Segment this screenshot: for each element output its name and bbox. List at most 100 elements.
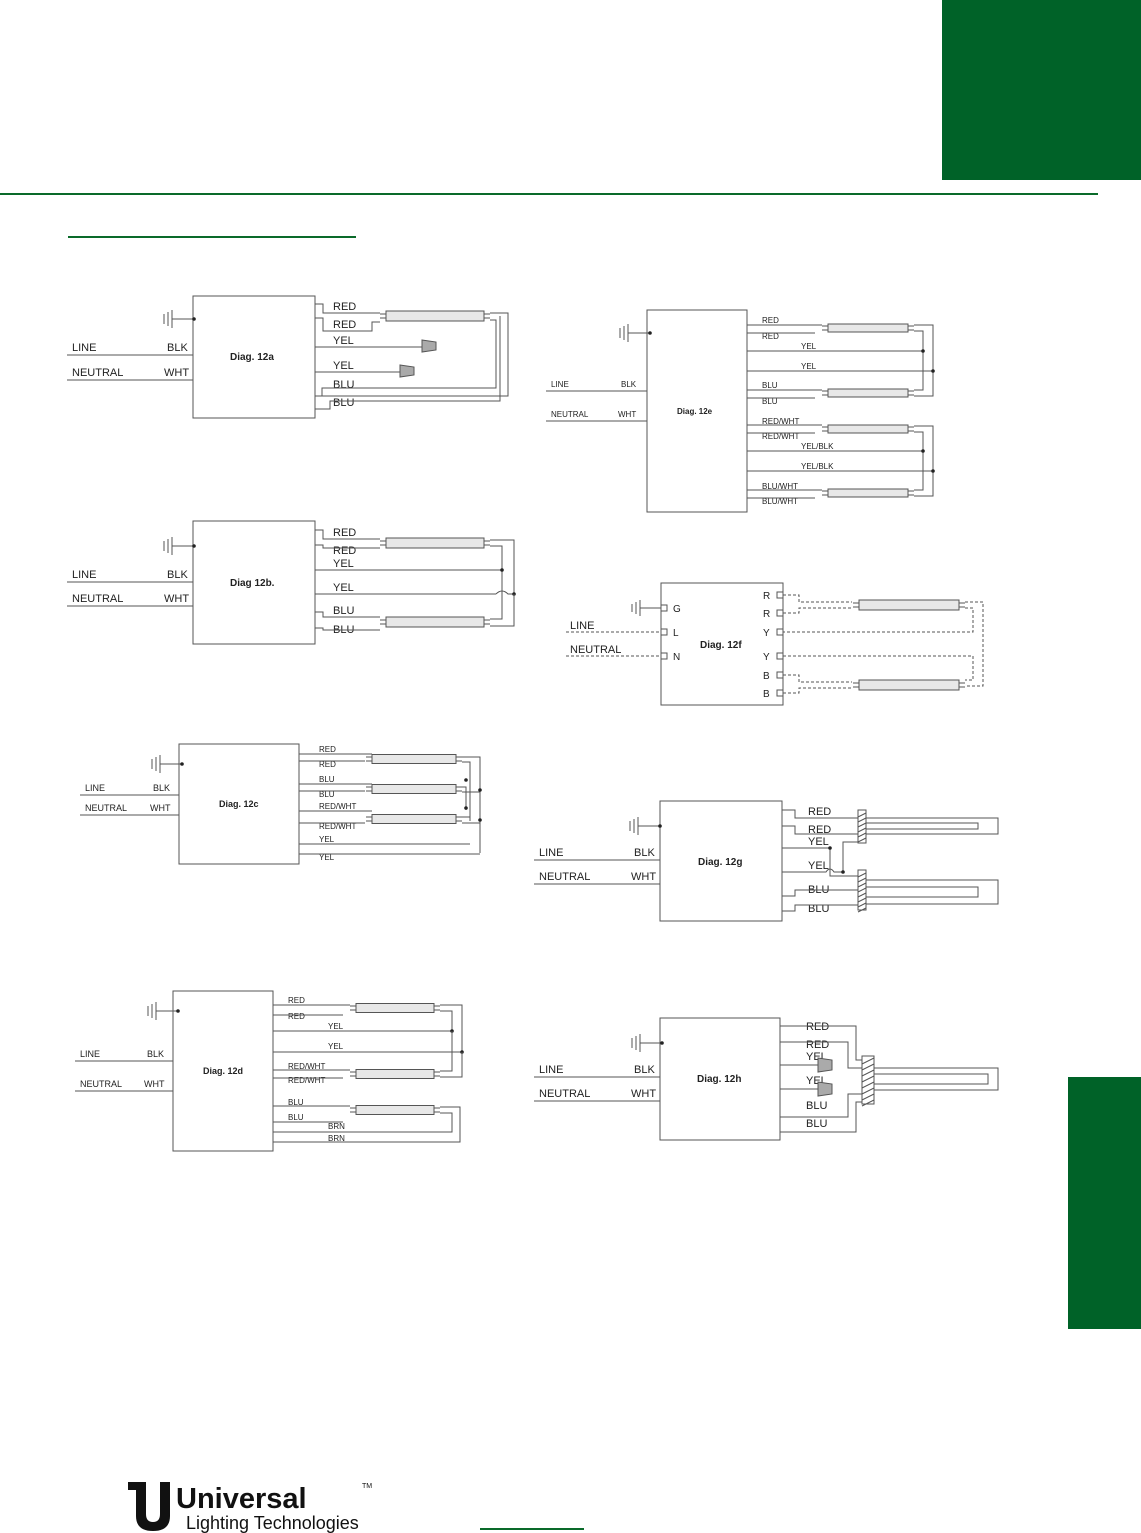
output-label-red: RED (333, 545, 356, 557)
diagram-title-12e: Diag. 12e (677, 407, 713, 416)
blu-wire-1 (315, 611, 380, 618)
lampholder-hatch (857, 822, 867, 828)
wire (914, 431, 924, 491)
red-wire-1 (315, 303, 380, 314)
neutral-label: NEUTRAL (72, 367, 123, 379)
blk-label: BLK (153, 783, 170, 793)
red-wire-2 (315, 544, 380, 549)
junction-dot (660, 1041, 664, 1045)
neutral-label: NEUTRAL (539, 1088, 590, 1100)
r-wire-1 (783, 594, 852, 603)
lamp-tube-12f-1 (858, 599, 960, 611)
u-lamp (874, 1067, 999, 1091)
output-label-yel: YEL (808, 836, 829, 848)
lampholder-hatch (857, 902, 867, 908)
output-label: BLU (319, 790, 335, 799)
lampholder-hatch (857, 817, 867, 823)
ballast-box-12h (659, 1017, 781, 1141)
output-label-b: B (763, 671, 770, 682)
blu-return-2 (321, 319, 497, 396)
diagram-12d: Diag. 12dLINENEUTRALBLKWHTREDREDYELYELRE… (75, 990, 464, 1152)
lampholder-hatch (861, 1087, 875, 1095)
junction-dot (658, 824, 662, 828)
output-label-red: RED (333, 527, 356, 539)
wire (965, 601, 984, 687)
line-label: LINE (570, 620, 594, 632)
terminal-label-g: G (673, 604, 681, 615)
lamp-socket-icon (399, 364, 415, 378)
junction-dot (176, 1009, 180, 1013)
lampholder-hatch (861, 1093, 875, 1101)
lamp-tube-12d-3 (355, 1105, 435, 1115)
wire (490, 594, 503, 620)
output-label: BLU/WHT (762, 497, 798, 506)
junction-dot (192, 317, 196, 321)
junction-dot (648, 331, 652, 335)
diagram-title-12h: Diag. 12h (697, 1074, 741, 1085)
wire (490, 594, 515, 627)
b-wire-2 (783, 687, 852, 694)
neutral-label: NEUTRAL (85, 803, 127, 813)
output-label: BLU (288, 1098, 304, 1107)
diagram-12b: Diag 12b.LINENEUTRALBLKWHTREDREDYELYELBL… (67, 520, 516, 645)
ballast-box-12g (659, 800, 783, 922)
diagram-title-12b: Diag 12b. (230, 578, 275, 589)
neutral-label: NEUTRAL (539, 871, 590, 883)
output-label-blu: BLU (808, 903, 829, 915)
red-wire-1 (780, 1025, 862, 1061)
diagram-12h: Diag. 12hLINENEUTRALBLKWHTREDREDYELYELBL… (534, 1017, 999, 1141)
output-label-y: Y (763, 628, 770, 639)
r-wire-2 (783, 607, 852, 614)
junction-dot (464, 778, 468, 782)
logo-brand-name: Universal (176, 1483, 307, 1515)
neutral-label: NEUTRAL (551, 410, 589, 419)
output-label: BLU (762, 381, 778, 390)
output-label: YEL (328, 1042, 344, 1051)
output-label-blu: BLU (333, 605, 354, 617)
lampholder-hatch (857, 832, 867, 838)
output-label: BLU (288, 1113, 304, 1122)
line-label: LINE (85, 783, 105, 793)
wht-label: WHT (150, 803, 171, 813)
ballast-box-12f (660, 582, 784, 706)
junction-dot (921, 449, 925, 453)
junction-dot (931, 369, 935, 373)
blu-wire-2 (780, 1101, 862, 1133)
output-label-r: R (763, 609, 770, 620)
blu-wire-2 (315, 627, 380, 631)
red-wire-1 (782, 809, 858, 819)
lampholder-hatch (861, 1069, 875, 1077)
wire (462, 786, 467, 810)
output-label: RED (319, 760, 336, 769)
wire (914, 330, 924, 391)
output-label-yel: YEL (333, 558, 354, 570)
output-label: YEL (319, 853, 335, 862)
output-label-yel: YEL (333, 582, 354, 594)
output-label-yel: YEL (808, 860, 829, 872)
lampholder-hatch (857, 877, 867, 883)
junction-dot (841, 870, 845, 874)
logo-tagline: Lighting Technologies (186, 1513, 359, 1533)
side-green-tab (1068, 1077, 1141, 1329)
crossover (495, 590, 514, 595)
lamp-tube-12b-2 (385, 616, 485, 628)
y-wire-2 (783, 655, 974, 681)
terminal-n (660, 652, 668, 660)
lampholder-hatch (861, 1057, 875, 1065)
junction-dot (464, 806, 468, 810)
diagram-title-12a: Diag. 12a (230, 352, 274, 363)
brn-wire-1 (273, 1106, 461, 1143)
output-label: BLU (762, 397, 778, 406)
blu-wire-2 (315, 316, 501, 410)
output-label-red: RED (806, 1021, 829, 1033)
brn-wire-2 (273, 1112, 453, 1133)
output-label-red: RED (808, 806, 831, 818)
lamp-tube-12e-2 (827, 388, 909, 398)
line-label: LINE (539, 1064, 563, 1076)
output-label-yel: YEL (333, 360, 354, 372)
lamp-tube-12c-1 (371, 754, 457, 764)
diagram-title-12g: Diag. 12g (698, 857, 742, 868)
diagram-title-12f: Diag. 12f (700, 640, 742, 651)
lampholder-hatch (861, 1081, 875, 1089)
terminal-l (660, 628, 668, 636)
